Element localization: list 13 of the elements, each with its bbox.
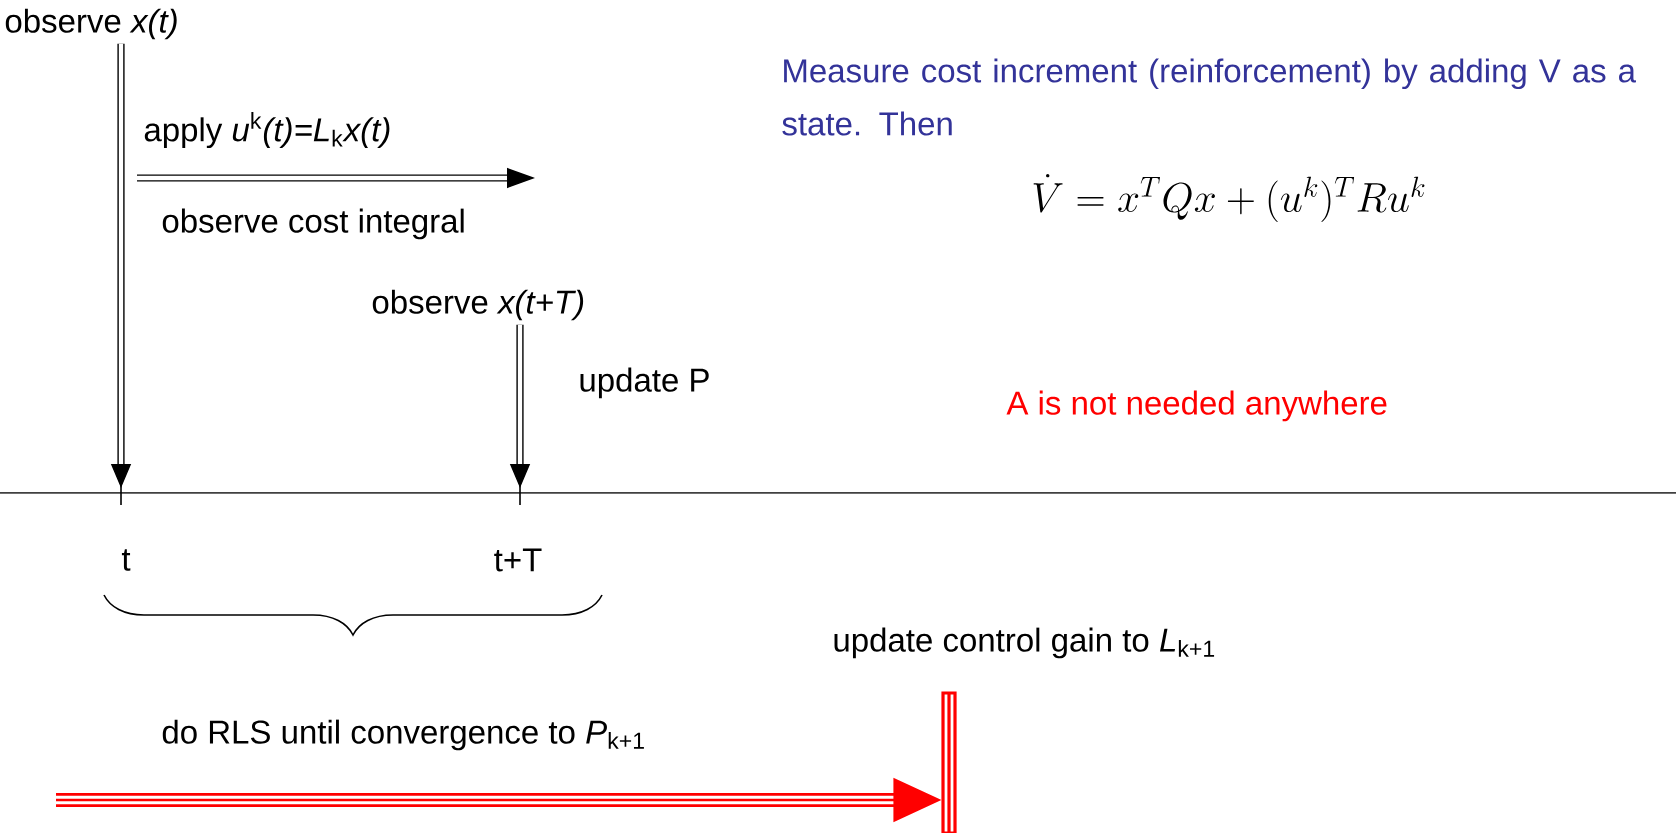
text-label: do RLS until convergence to P$_{k+1}$ <box>162 719 644 751</box>
text-label: observe x(t+T) <box>372 289 584 321</box>
text-label: apply u$^{k}$(t)=L$_{k}$x(t) <box>144 111 390 149</box>
equation: $\dot{V} = x^{T} Q x + (u^{k})^{T} R u^{k}$ <box>1033 173 1425 223</box>
note-text: A is not needed anywhere <box>1006 390 1387 422</box>
text-label: update control gain to L$_{k+1}$ <box>834 627 1215 659</box>
note-text: Measure cost increment (reinforcement) by adding V as a state. Then <box>782 58 1636 136</box>
tick-label: t+T <box>494 548 542 572</box>
text-label: observe cost integral <box>162 208 464 240</box>
text-label: update P <box>580 367 709 399</box>
text-label: observe x(t) <box>5 8 177 40</box>
bar-symbol <box>941 691 957 833</box>
tick-label: t <box>121 549 131 571</box>
